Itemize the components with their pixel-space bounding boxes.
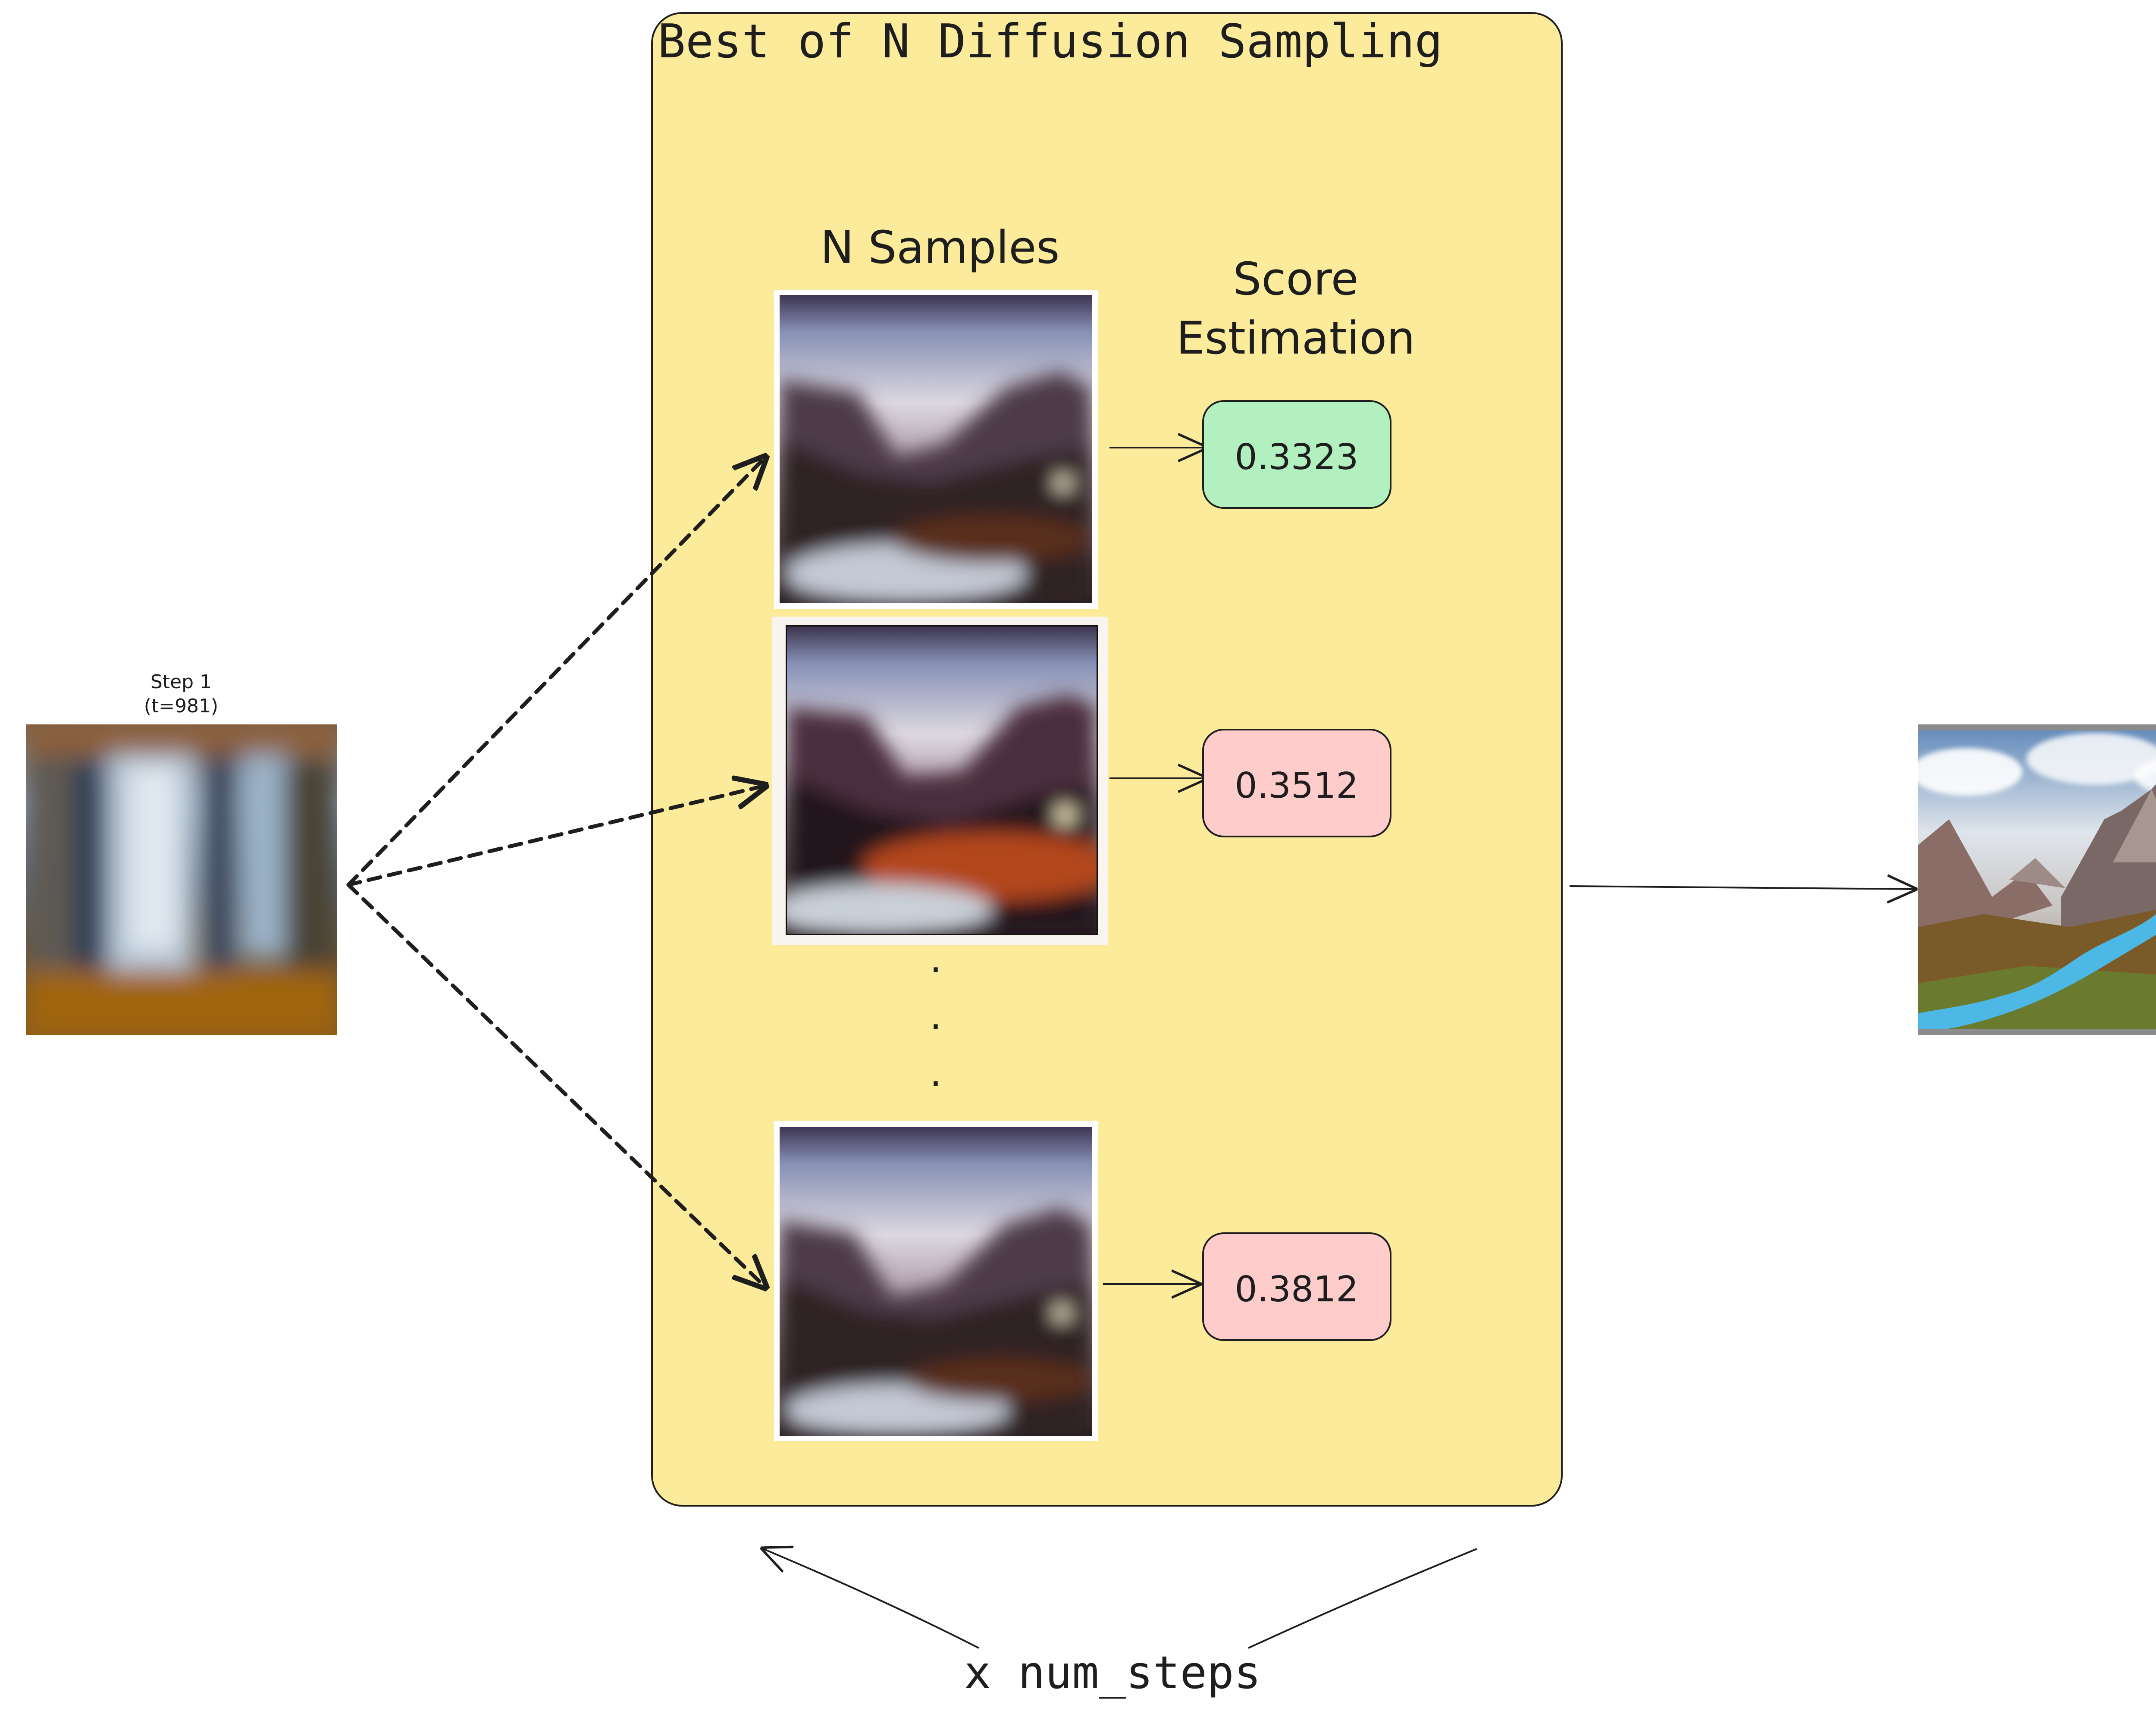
branch-arrow-1 bbox=[346, 457, 765, 887]
input-step-label: Step 1 bbox=[150, 671, 212, 693]
ellipsis-dot-1: · bbox=[930, 947, 942, 993]
branch-arrow-3 bbox=[346, 883, 765, 1287]
ellipsis-dot-2: · bbox=[930, 1004, 942, 1050]
score-box-2: 0.3512 bbox=[1202, 729, 1391, 837]
score-heading-line1: Score bbox=[1233, 253, 1358, 305]
score-box-3: 0.3812 bbox=[1202, 1232, 1391, 1341]
loop-arrow-left bbox=[763, 1549, 979, 1649]
sample-image-2 bbox=[772, 617, 1108, 945]
score-heading-line2: Estimation bbox=[1176, 312, 1415, 364]
dashed-branch-arrows bbox=[346, 457, 765, 1287]
score-value-3: 0.3812 bbox=[1235, 1269, 1359, 1310]
samples-heading: N Samples bbox=[821, 221, 1060, 274]
sample-image-3 bbox=[774, 1121, 1098, 1441]
score-box-1: 0.3323 bbox=[1202, 400, 1391, 509]
final-output-image bbox=[1918, 724, 2156, 1035]
input-t-label: (t=981) bbox=[144, 695, 218, 717]
sample-image-1 bbox=[774, 290, 1098, 609]
input-noisy-image bbox=[26, 724, 337, 1035]
loop-label: x num_steps bbox=[964, 1646, 1261, 1699]
panel-title: Best of N Diffusion Sampling bbox=[658, 15, 1443, 69]
ellipsis-dot-3: · bbox=[930, 1061, 942, 1106]
branch-arrow-2 bbox=[346, 786, 765, 887]
score-value-1: 0.3323 bbox=[1235, 437, 1359, 478]
score-value-2: 0.3512 bbox=[1235, 765, 1359, 806]
score-arrows bbox=[1103, 448, 1205, 1284]
loop-arrows bbox=[763, 1548, 1477, 1649]
loop-arrow-right bbox=[1248, 1548, 1477, 1649]
output-arrow bbox=[1569, 886, 1915, 889]
